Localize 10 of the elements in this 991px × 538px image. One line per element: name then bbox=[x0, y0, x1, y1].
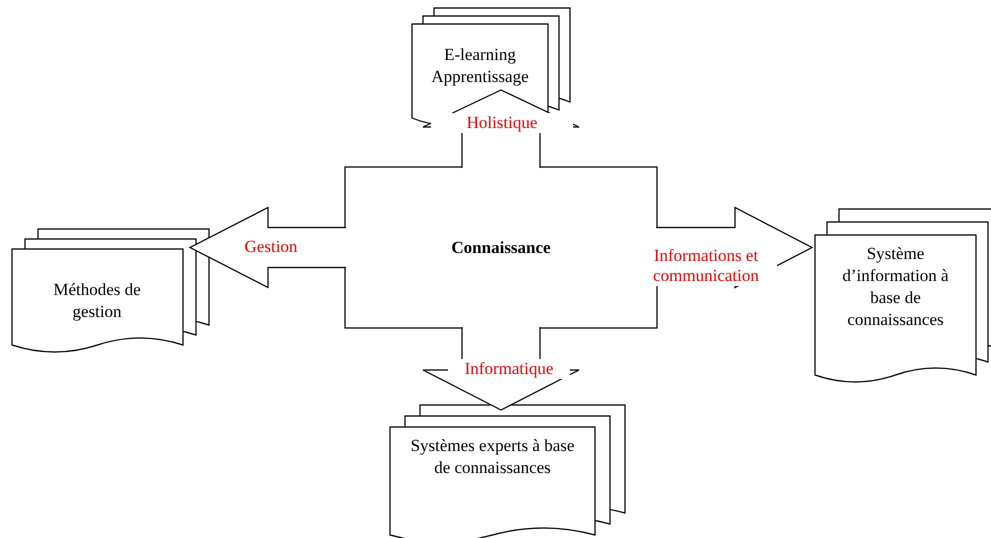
document-stack bbox=[815, 209, 991, 385]
document-stack bbox=[12, 229, 209, 355]
document-text: Systèmes experts à base de connaissances bbox=[410, 435, 576, 479]
document-text: Système d’information à base de connaissances bbox=[841, 243, 950, 331]
edge-label: Informatique bbox=[448, 359, 570, 379]
center-label: Connaissance bbox=[450, 236, 552, 258]
document-stack bbox=[390, 405, 625, 538]
document-text: Méthodes de gestion bbox=[52, 279, 142, 323]
edge-label: Holistique bbox=[431, 113, 573, 133]
document-text: E-learning Apprentissage bbox=[430, 44, 530, 88]
